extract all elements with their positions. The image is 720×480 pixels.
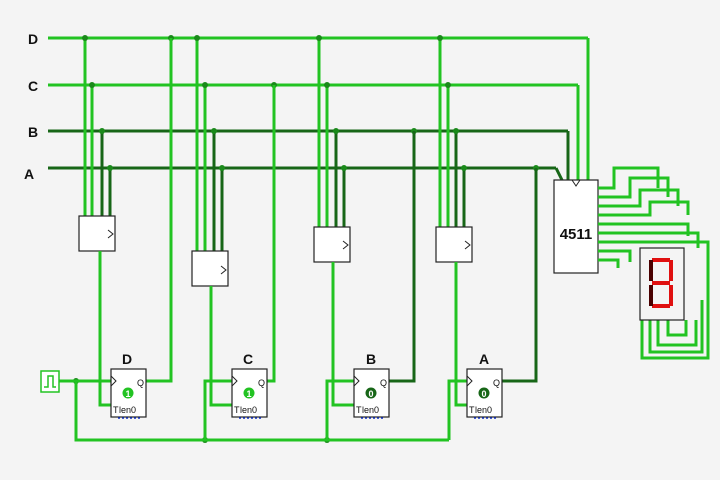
ff-c-en-label: len0 [240, 405, 257, 415]
segment-a [652, 258, 670, 262]
clock-wire-c [203, 379, 232, 440]
flipflop-c: C 1 Q T len0 [231, 351, 268, 419]
seven-segment-display [639, 247, 685, 321]
flipflop-d: D 1 Q T len0 [110, 351, 147, 419]
ff-d-q-wire [146, 38, 173, 383]
ff-b-en-label: len0 [362, 405, 379, 415]
ff-a-state: 0 [481, 389, 486, 399]
gate-4-output-wire [454, 262, 467, 407]
gate-3-taps [317, 38, 346, 227]
ff-c-label: C [243, 351, 253, 367]
gate-1-output-wire [98, 251, 111, 407]
ff-b-q-label: Q [380, 378, 387, 388]
segment-wires [598, 166, 710, 360]
ff-a-state-led [478, 387, 490, 399]
and-gate-3 [313, 226, 351, 263]
ff-a-label: A [479, 351, 489, 367]
and-gate-2 [191, 250, 229, 287]
ff-d-state-led [122, 387, 134, 399]
ff-d-q-label: Q [137, 378, 144, 388]
gate-2-output-wire [209, 286, 232, 407]
segment-f [649, 260, 653, 281]
ff-c-t-label: T [234, 405, 240, 415]
segment-g [652, 281, 670, 285]
segment-e [649, 285, 653, 306]
and-gate-4 [435, 226, 473, 263]
gate-1-taps [83, 38, 112, 216]
ff-a-q-wire [502, 168, 538, 383]
decoder-label: 4511 [560, 226, 593, 243]
bcd-decoder-4511: 4511 [553, 179, 599, 274]
ff-c-state-led [243, 387, 255, 399]
signal-label-d: D [28, 31, 38, 47]
ff-c-q-label: Q [258, 378, 265, 388]
ff-d-label: D [122, 351, 132, 367]
flipflop-a: A 0 Q T len0 [466, 351, 503, 419]
ff-b-label: B [366, 351, 376, 367]
clock-source[interactable] [40, 370, 60, 393]
clock-wire-b [325, 379, 354, 440]
segment-b [669, 260, 673, 281]
flipflop-b: B 0 Q T len0 [353, 351, 390, 419]
clock-bus [74, 381, 449, 442]
ff-d-en-label: len0 [119, 405, 136, 415]
clock-waveform-icon [44, 375, 56, 388]
signal-label-a: A [24, 166, 34, 182]
gate-2-taps [195, 38, 224, 251]
bus-a-to-decoder [554, 167, 564, 181]
clock-wire-a [447, 379, 467, 440]
gate-4-taps [438, 38, 466, 227]
segment-c [669, 285, 673, 306]
ff-c-q-wire [267, 85, 276, 383]
ff-d-t-label: T [113, 405, 119, 415]
ff-c-state: 1 [246, 389, 251, 399]
gate-3-output-wire [331, 262, 354, 407]
ff-a-t-label: T [469, 405, 475, 415]
ff-b-q-wire [389, 131, 416, 383]
ff-b-t-label: T [356, 405, 362, 415]
and-gate-1 [78, 215, 116, 252]
ff-a-en-label: len0 [475, 405, 492, 415]
segment-d [652, 304, 670, 308]
ff-d-state: 1 [125, 389, 130, 399]
ff-b-state-led [365, 387, 377, 399]
signal-label-c: C [28, 78, 38, 94]
ff-b-state: 0 [368, 389, 373, 399]
signal-label-b: B [28, 124, 38, 140]
ff-a-q-label: Q [493, 378, 500, 388]
